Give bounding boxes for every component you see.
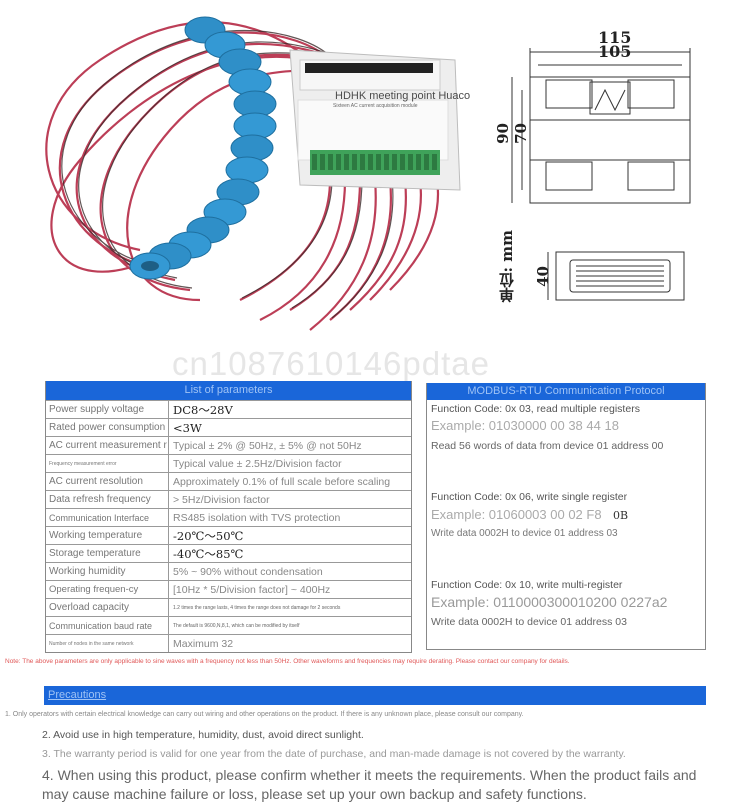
dim-width-outer: 115 <box>598 28 632 47</box>
parameter-label: Working humidity <box>46 563 169 580</box>
parameter-row: AC current measurement r Typical ± 2% @ 5… <box>46 436 411 454</box>
parameter-row: Working humidity 5% ~ 90% without condens… <box>46 562 411 580</box>
modbus-fc03: Function Code: 0x 03, read multiple regi… <box>431 403 640 415</box>
dimension-lines <box>511 48 691 301</box>
precaution-item: 4. When using this product, please confi… <box>42 767 697 802</box>
modbus-title: MODBUS-RTU Communication Protocol <box>427 383 705 400</box>
parameter-label: Power supply voltage <box>46 401 169 418</box>
dim-width-inner: 105 <box>598 42 632 61</box>
parameter-value: > 5Hz/Division factor <box>173 493 270 506</box>
parameter-label: Data refresh frequency <box>46 491 169 508</box>
dim-height-inner: 70 <box>512 123 530 144</box>
parameters-note: Note: The above parameters are only appl… <box>5 658 570 665</box>
parameter-value: Typical ± 2% @ 50Hz, ± 5% @ not 50Hz <box>173 439 362 452</box>
parameter-value: 5% ~ 90% without condensation <box>173 565 323 578</box>
parameter-value: -20℃～50℃ <box>173 528 244 543</box>
parameter-value: The default is 9600,N,8,1, which can be … <box>173 622 300 629</box>
parameter-label: Operating frequen-cy <box>46 581 169 598</box>
parameter-row: Power supply voltage DC8～28V <box>46 400 411 418</box>
dimension-drawing: 115 105 90 70 40 单位: mm <box>490 20 710 340</box>
precaution-item: 1. Only operators with certain electrica… <box>5 711 524 718</box>
parameter-value: Typical value ± 2.5Hz/Division factor <box>173 457 342 470</box>
parameter-label: Storage temperature <box>46 545 169 562</box>
watermark: cn1087610146pdtae <box>172 345 490 382</box>
parameter-row: Communication baud rate The default is 96… <box>46 616 411 634</box>
dim-height-outer: 90 <box>494 123 512 144</box>
modbus-desc-10: Write data 0002H to device 01 address 03 <box>431 616 627 628</box>
modbus-example-06: Example: 01060003 00 02 F8 <box>431 507 602 522</box>
photo-overlay-subtitle: Sixteen AC current acquisition module <box>333 103 418 109</box>
current-module-illustration <box>45 16 461 331</box>
parameter-value: DC8～28V <box>173 402 233 417</box>
photo-overlay-title: HDHK meeting point Huaco <box>335 90 471 102</box>
parameter-value: Approximately 0.1% of full scale before … <box>173 475 391 488</box>
parameter-label: Rated power consumption <box>46 419 169 436</box>
parameter-row: Operating frequen-cy [10Hz * 5/Division f… <box>46 580 411 598</box>
precautions-header: Precautions <box>44 686 706 705</box>
parameter-label: Overload capacity <box>46 599 169 616</box>
parameter-row: Rated power consumption <3W <box>46 418 411 436</box>
precautions-title: Precautions <box>48 689 107 701</box>
parameter-label: Working temperature <box>46 527 169 544</box>
parameter-label: Communication Interface <box>46 509 169 526</box>
parameter-label: AC current measurement r <box>46 437 169 454</box>
parameter-row: Overload capacity 1.2 times the range las… <box>46 598 411 616</box>
module-housing <box>289 49 461 191</box>
parameter-label: AC current resolution <box>46 473 169 490</box>
parameter-row: Storage temperature -40℃～85℃ <box>46 544 411 562</box>
parameter-row: Communication Interface RS485 isolation w… <box>46 508 411 526</box>
modbus-desc-06: Write data 0002H to device 01 address 03 <box>431 528 618 539</box>
current-transformer-rings <box>129 16 277 280</box>
modbus-fc10: Function Code: 0x 10, write multi-regist… <box>431 579 623 591</box>
parameter-label: Number of nodes in the same network <box>46 635 169 652</box>
dim-depth: 40 <box>534 266 552 287</box>
modbus-desc-03: Read 56 words of data from device 01 add… <box>431 440 664 452</box>
parameter-value: RS485 isolation with TVS protection <box>173 511 341 524</box>
unit-label: 单位: mm <box>498 230 516 303</box>
parameter-label: Frequency measurement error <box>46 455 169 472</box>
parameter-row: Working temperature -20℃～50℃ <box>46 526 411 544</box>
parameter-label: Communication baud rate <box>46 617 169 634</box>
parameter-value: Maximum 32 <box>173 637 234 650</box>
parameter-value: 1.2 times the range lasts, 4 times the r… <box>173 604 341 611</box>
twisted-wires <box>45 21 440 331</box>
parameter-value: <3W <box>173 420 202 435</box>
parameter-row: Frequency measurement error Typical value… <box>46 454 411 472</box>
parameter-value: [10Hz * 5/Division factor] ~ 400Hz <box>173 583 331 596</box>
modbus-fc06: Function Code: 0x 06, write single regis… <box>431 491 628 503</box>
parameter-table-title: List of parameters <box>46 381 411 400</box>
precaution-item: 2. Avoid use in high temperature, humidi… <box>42 729 364 741</box>
modbus-protocol-box: MODBUS-RTU Communication Protocol Functi… <box>426 383 706 650</box>
modbus-example-10: Example: 0110000300010200 0227a2 <box>431 594 668 610</box>
parameter-value: -40℃～85℃ <box>173 546 244 561</box>
precaution-item: 3. The warranty period is valid for one … <box>42 748 626 760</box>
parameter-row: AC current resolution Approximately 0.1% … <box>46 472 411 490</box>
modbus-example-03: Example: 01030000 00 38 44 18 <box>431 418 619 433</box>
product-photo: HDHK meeting point Huaco Sixteen AC curr… <box>0 0 480 345</box>
parameter-row: Number of nodes in the same network Maxim… <box>46 634 411 652</box>
parameter-row: Data refresh frequency > 5Hz/Division fac… <box>46 490 411 508</box>
modbus-example-06-crc: 0B <box>613 509 629 522</box>
